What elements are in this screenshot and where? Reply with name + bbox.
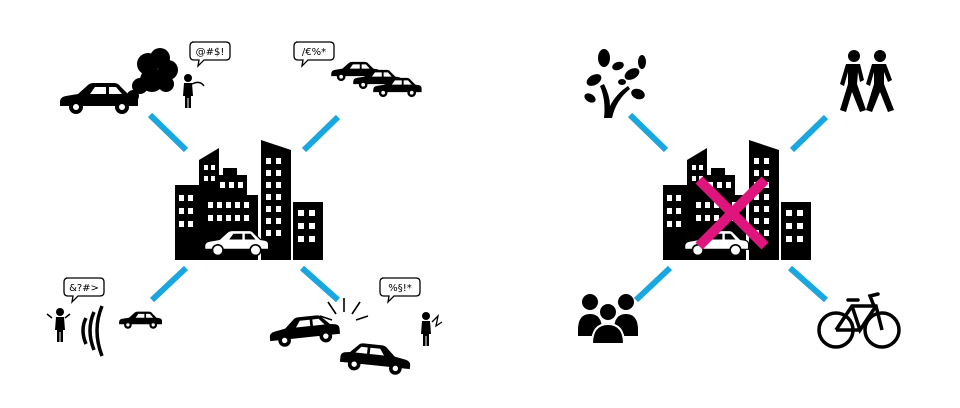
car-noise-icon: &?#> xyxy=(46,277,162,357)
left-panel: @#$! /€%* &?#> %§!* xyxy=(46,41,443,377)
people-group-icon xyxy=(578,294,638,345)
speech-text: /€%* xyxy=(302,47,326,58)
link-line xyxy=(301,114,341,153)
city-with-car-crossed-icon xyxy=(663,140,811,260)
city-with-car-icon xyxy=(175,140,323,260)
cross-mark-icon xyxy=(695,176,769,250)
tree-icon xyxy=(584,49,646,118)
traffic-jam-icon: /€%* xyxy=(293,41,422,98)
link-line xyxy=(149,265,189,303)
link-line xyxy=(147,112,189,153)
right-panel xyxy=(578,49,901,349)
link-line xyxy=(789,114,829,153)
car-exhaust-pollution-icon: @#$! xyxy=(60,41,231,114)
pedestrians-icon xyxy=(840,50,894,112)
left-connectors xyxy=(147,112,341,303)
link-line xyxy=(627,112,669,153)
speech-text: @#$! xyxy=(196,47,225,58)
bicycle-icon xyxy=(817,292,901,349)
right-connectors xyxy=(627,112,829,303)
link-line xyxy=(788,265,828,303)
link-line xyxy=(633,265,673,303)
car-crash-icon: %§!* xyxy=(268,277,443,377)
speech-text: %§!* xyxy=(388,283,412,294)
link-line xyxy=(300,265,340,303)
speech-text: &?#> xyxy=(69,283,99,294)
